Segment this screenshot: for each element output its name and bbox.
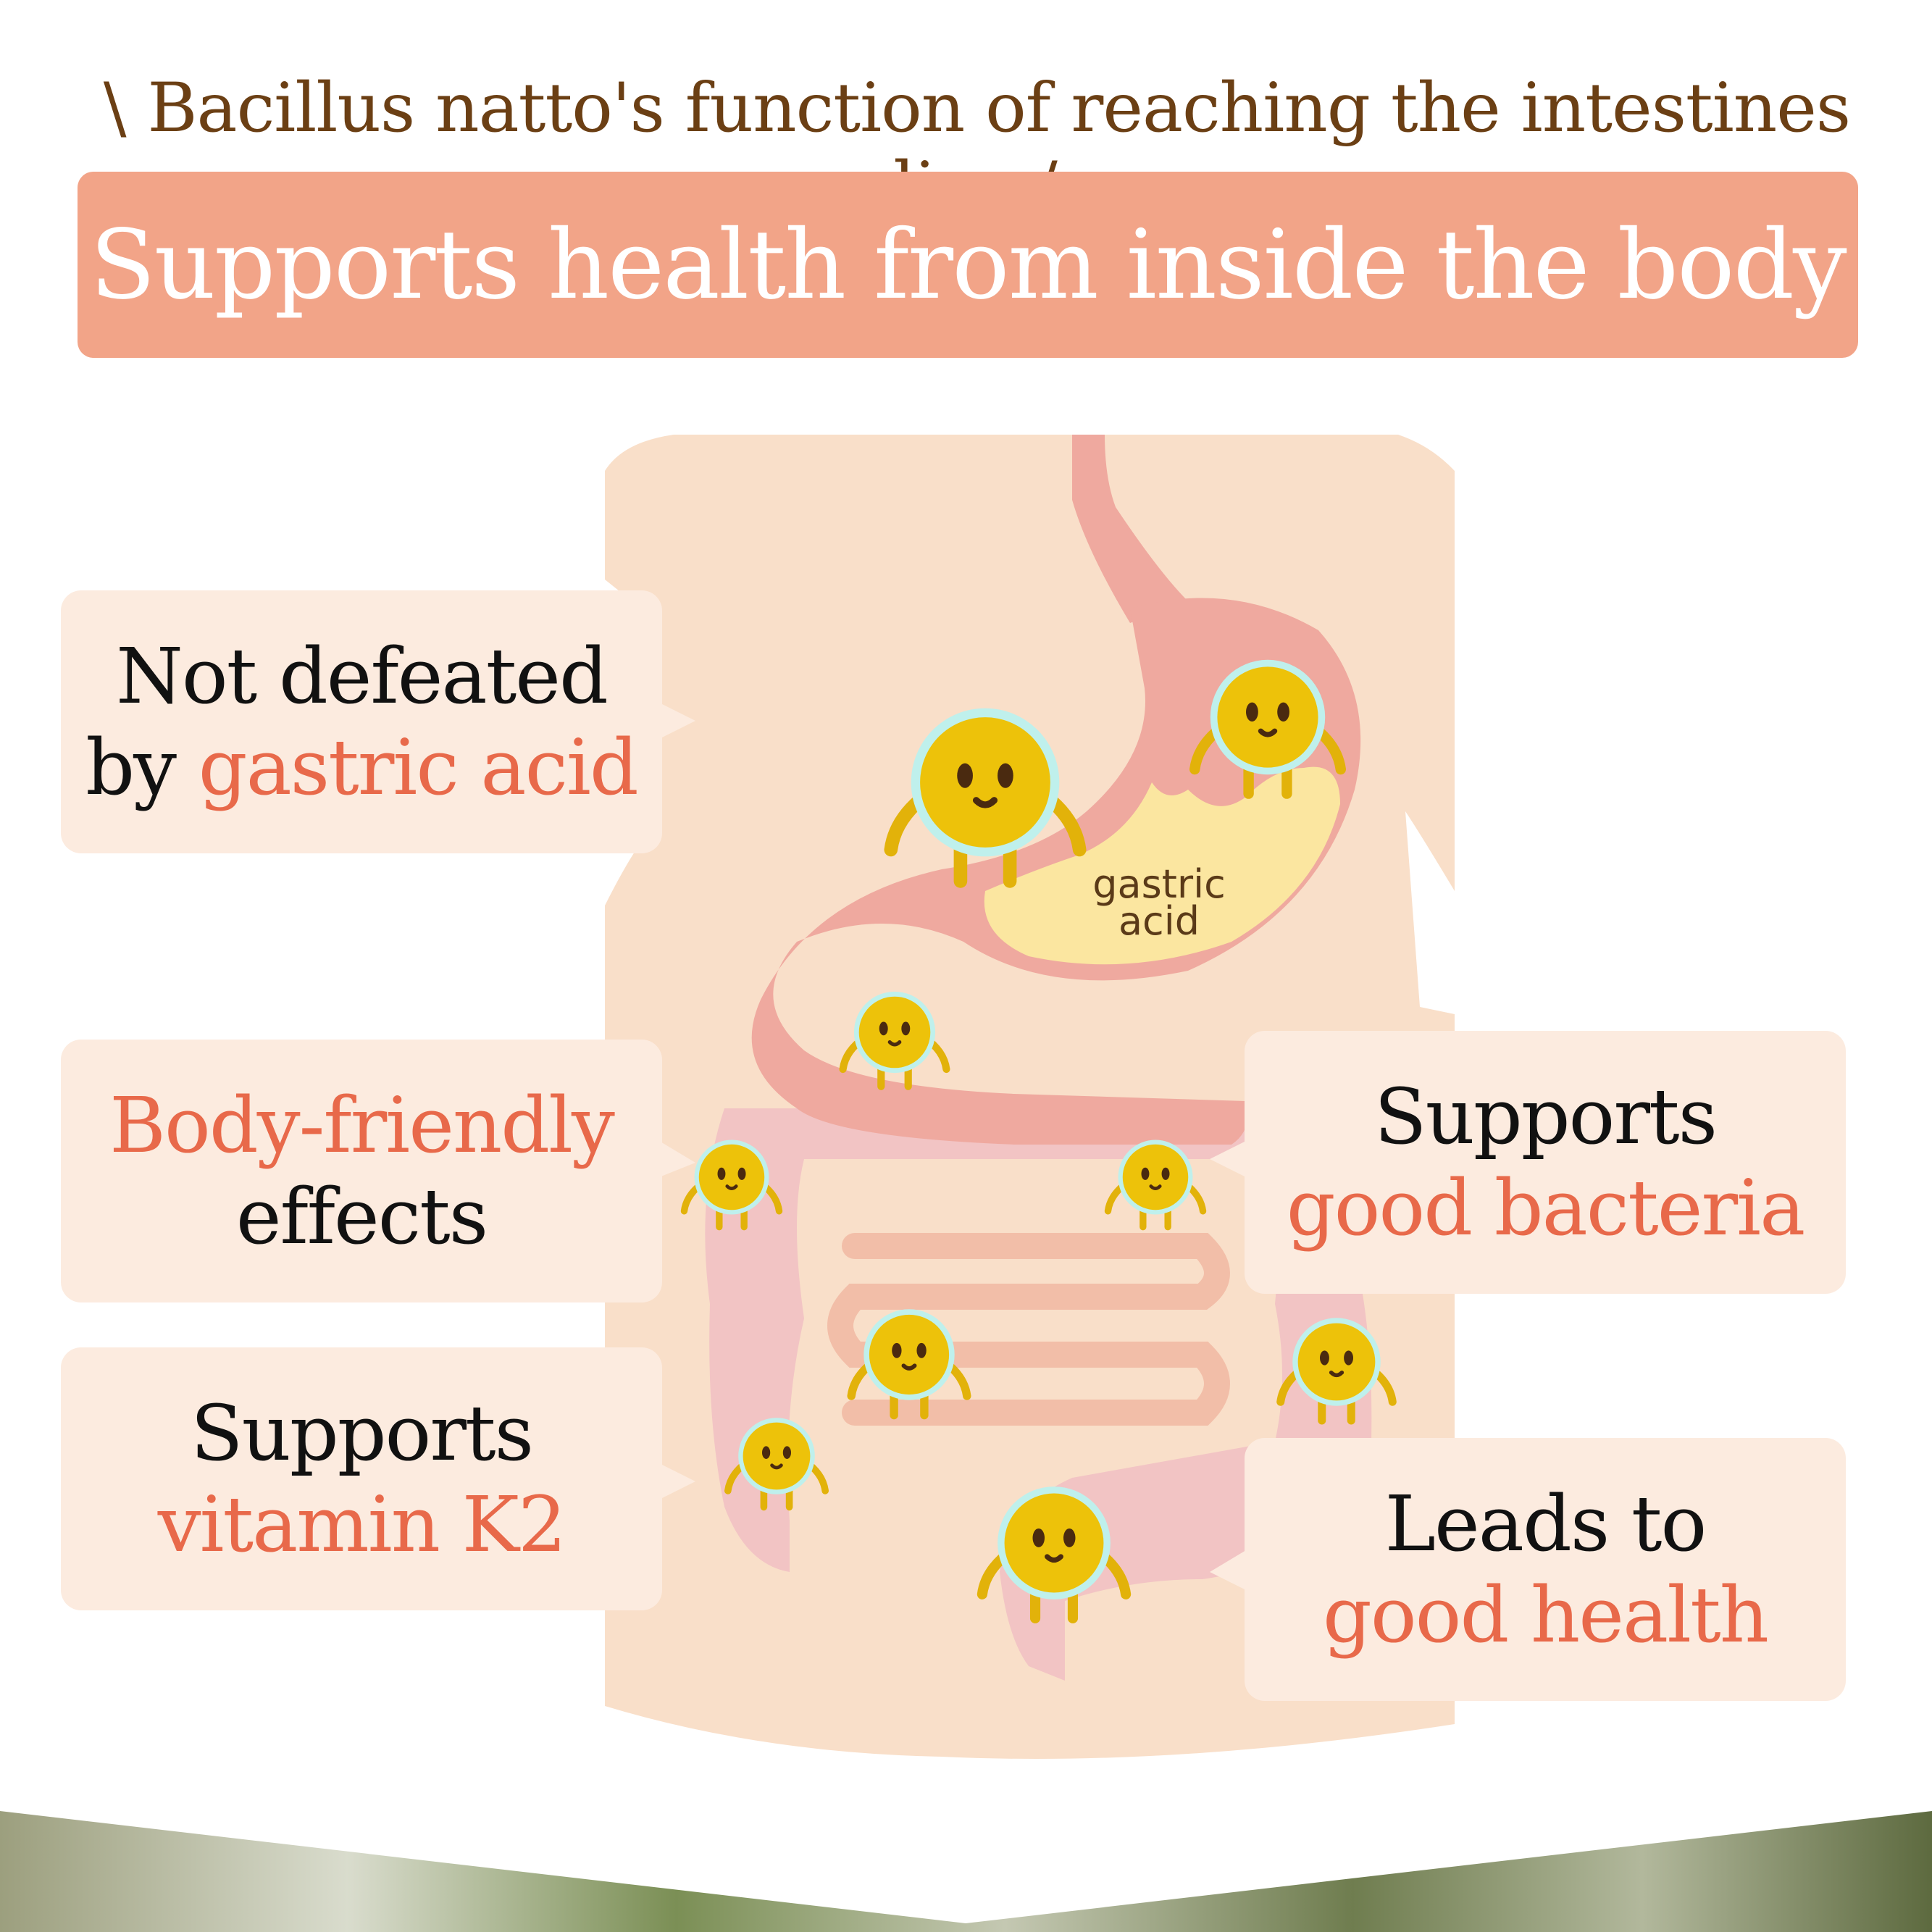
callout-pointer-friendly (659, 1141, 695, 1177)
callout-pointer-health (1210, 1550, 1246, 1590)
callout-pointer-bacteria (1210, 1141, 1246, 1177)
callout-health-accent: good health (1323, 1570, 1769, 1660)
callout-good-bacteria: Supports good bacteria (1245, 1031, 1846, 1294)
callout-gastric-prefix: by (85, 722, 198, 812)
gastric-acid-label-line2: acid (1118, 898, 1200, 945)
small-intestine (827, 1233, 1230, 1426)
callout-body-friendly: Body-friendly effects (61, 1040, 662, 1302)
slash-left: \ (103, 69, 127, 148)
callout-gastric-line1: Not defeated (116, 632, 609, 722)
chevron-divider (0, 1797, 1932, 1923)
callout-gastric-accent: gastric acid (198, 722, 639, 812)
gastric-acid-pool (984, 766, 1340, 965)
esophagus (1072, 435, 1188, 623)
callout-gastric-acid: Not defeated by gastric acid (61, 590, 662, 853)
callout-bacteria-line1: Supports (1373, 1072, 1718, 1162)
page-title: Supports health from inside the body (90, 209, 1847, 321)
subtitle: \ Bacillus natto's function of reaching t… (0, 69, 1932, 227)
callout-pointer-vitamin (659, 1463, 695, 1500)
large-intestine (705, 1108, 1372, 1681)
callout-vitamin-accent: vitamin K2 (157, 1479, 567, 1569)
gastric-acid-label-line1: gastric (1092, 861, 1226, 907)
callout-health-line1: Leads to (1384, 1479, 1707, 1569)
callout-vitamin-line1: Supports (190, 1389, 534, 1479)
callout-vitamin-k2: Supports vitamin K2 (61, 1347, 662, 1610)
callout-pointer-gastric (659, 703, 695, 739)
callout-good-health: Leads to good health (1245, 1438, 1846, 1701)
subtitle-text: Bacillus natto's function of reaching th… (147, 69, 1851, 227)
title-banner: Supports health from inside the body (78, 172, 1858, 358)
callout-bacteria-accent: good bacteria (1286, 1163, 1806, 1253)
callout-friendly-accent: Body-friendly (109, 1081, 615, 1171)
callout-friendly-line2: effects (235, 1171, 488, 1261)
gastric-acid-label: gastric acid (1054, 861, 1264, 945)
